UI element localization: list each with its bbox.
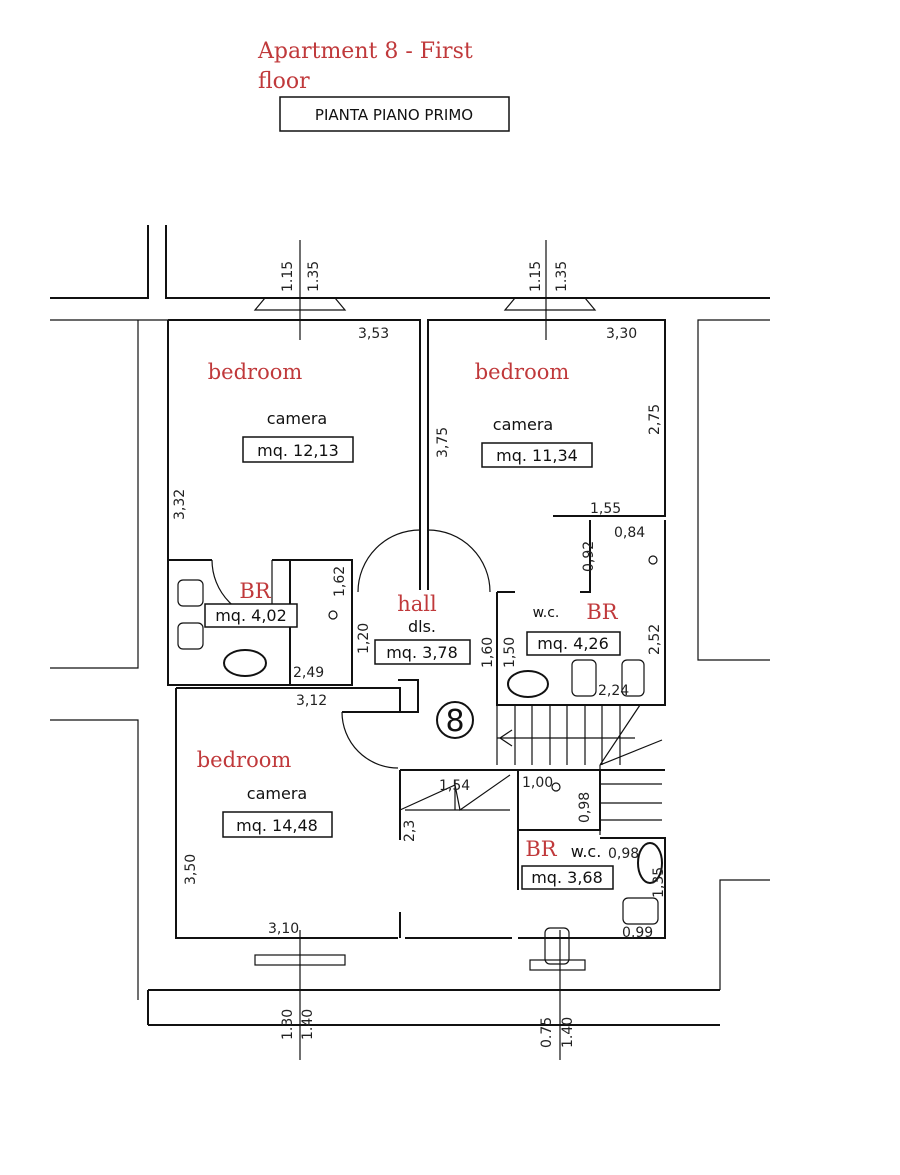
dimension-label: 1.15 [280, 261, 296, 292]
room-name: dls. [408, 617, 436, 636]
title-line-2: floor [258, 69, 310, 94]
unit-number: 8 [445, 704, 464, 739]
dimension-label: 3,12 [296, 693, 327, 709]
bidet-icon [177, 622, 204, 650]
dimension-label: 1.30 [280, 1009, 296, 1040]
dimension-label: 1.40 [300, 1009, 316, 1040]
dimension-label: 3,10 [268, 921, 299, 937]
dimension-label: 1,62 [332, 566, 348, 597]
toilet-icon [571, 659, 597, 697]
room-area: mq. 3,78 [386, 643, 458, 662]
dimension-label: 2,24 [598, 683, 629, 699]
dimension-label: 3,50 [183, 854, 199, 885]
room-name: camera [267, 409, 327, 428]
toilet-icon [177, 579, 204, 607]
room-name: camera [247, 784, 307, 803]
room-area: mq. 4,02 [215, 606, 287, 625]
room-area: mq. 4,26 [537, 634, 609, 653]
room-label: bedroom [475, 360, 570, 384]
staircase [399, 704, 663, 835]
plan-label: PIANTA PIANO PRIMO [315, 106, 473, 124]
dimension-label: 0,98 [608, 846, 639, 862]
dimension-label: 0.75 [539, 1017, 555, 1048]
bidet-icon [621, 659, 645, 697]
dimension-label: 1.35 [554, 261, 570, 292]
room-label: BR [239, 579, 271, 603]
sink-icon [637, 842, 663, 884]
dimension-label: 1,35 [651, 867, 667, 898]
room-label: hall [397, 592, 437, 616]
unit-number-circle [436, 701, 474, 739]
dimension-label: 1,00 [522, 775, 553, 791]
drain-icon [551, 782, 561, 792]
fixtures [177, 555, 663, 965]
sink-icon [223, 649, 267, 677]
windows [253, 297, 597, 971]
dimension-label: 0,98 [577, 792, 593, 823]
title-line-1: Apartment 8 - First [257, 39, 473, 64]
room-area: mq. 3,68 [531, 868, 603, 887]
dimension-label: 2,52 [647, 624, 663, 655]
room-label: bedroom [208, 360, 303, 384]
room-name: camera [493, 415, 553, 434]
room-label: bedroom [197, 748, 292, 772]
room-name: w.c. [571, 842, 602, 861]
dimension-label: 3,30 [606, 326, 637, 342]
dimension-label: 2,75 [647, 404, 663, 435]
dimension-label: 3,53 [358, 326, 389, 342]
interior-walls [167, 319, 666, 939]
dimension-label: 3,32 [172, 489, 188, 520]
dimension-label: 1,60 [480, 637, 496, 668]
dimension-label: 1,54 [439, 778, 470, 794]
room-name: w.c. [533, 605, 560, 621]
bidet-icon [544, 927, 570, 965]
dimension-label: 1.40 [560, 1017, 576, 1048]
dimension-label: 2,3 [402, 820, 418, 842]
room-area: mq. 14,48 [236, 816, 318, 835]
axis-lines [299, 240, 561, 1060]
room-label: BR [525, 837, 557, 861]
room-label: BR [586, 600, 618, 624]
dimension-label: 0,84 [614, 525, 645, 541]
drain-icon [328, 610, 338, 620]
dimension-label: 1,20 [356, 623, 372, 654]
room-area: mq. 11,34 [496, 446, 578, 465]
dimension-label: 1,55 [590, 501, 621, 517]
toilet-icon [622, 897, 659, 925]
dimension-label: 0,92 [581, 541, 597, 572]
dimension-label: 1.15 [528, 261, 544, 292]
dimension-label: 1.35 [306, 261, 322, 292]
sink-icon [507, 670, 549, 698]
dimension-label: 0,99 [622, 925, 653, 941]
dimension-label: 2,49 [293, 665, 324, 681]
dimensions: 1.15 1.35 3,53 1.15 1.35 3,30 3,75 2,75 … [172, 261, 667, 1048]
dimension-label: 1,50 [502, 637, 518, 668]
room-area: mq. 12,13 [257, 441, 339, 460]
dimension-label: 3,75 [435, 427, 451, 458]
drain-icon [648, 555, 658, 565]
plan-label-box [279, 96, 510, 132]
